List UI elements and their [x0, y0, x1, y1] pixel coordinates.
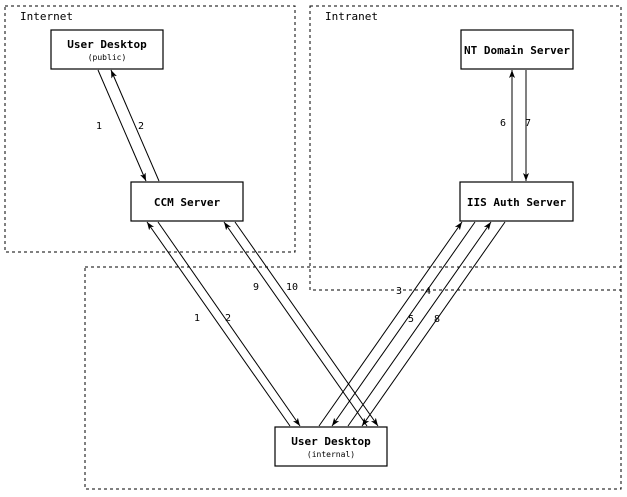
zone-boundary-intranet [309, 5, 622, 291]
flow-label-flow-7: 7 [525, 118, 531, 129]
flow-label-flow-1-internal: 1 [194, 313, 200, 324]
zone-label-intranet: Intranet [325, 10, 378, 23]
node-ccm-server: CCM Server [130, 181, 244, 222]
flow-label-flow-2-public: 2 [138, 121, 144, 132]
nodes-layer: User Desktop (public) CCM Server NT Domain … [50, 29, 574, 467]
flow-1-public [97, 69, 147, 182]
flow-label-flow-2-internal: 2 [225, 313, 231, 324]
flow-3 [318, 221, 463, 427]
node-title-user-desktop-public: User Desktop [67, 38, 147, 51]
node-nt-domain-server: NT Domain Server [460, 29, 574, 70]
flow-8 [361, 221, 506, 427]
flow-4 [331, 221, 476, 427]
node-box-user-desktop-internal [274, 426, 388, 467]
flow-labels-layer: 1 2 6 7 1 2 9 10 3 4 5 8 [96, 118, 531, 325]
node-title-nt-domain-server: NT Domain Server [464, 44, 570, 57]
node-subtitle-user-desktop-internal: (internal) [307, 450, 355, 459]
zone-boundary-internal-lan [84, 266, 622, 490]
flow-5 [347, 221, 492, 427]
zone-internal-lan [84, 266, 622, 490]
flow-9 [223, 221, 368, 427]
flow-label-flow-6: 6 [500, 118, 506, 129]
node-subtitle-user-desktop-public: (public) [88, 53, 127, 62]
flow-label-flow-10: 10 [286, 282, 298, 293]
node-user-desktop-internal: User Desktop (internal) [274, 426, 388, 467]
zone-boundary-internet [4, 5, 296, 253]
node-box-user-desktop-public [50, 29, 164, 70]
flow-2-internal [157, 221, 301, 427]
node-title-ccm-server: CCM Server [154, 196, 221, 209]
flow-label-flow-3: 3 [396, 286, 402, 297]
flow-label-flow-9: 9 [253, 282, 259, 293]
flow-label-flow-4: 4 [425, 286, 431, 297]
zones-layer: Internet Intranet [4, 5, 622, 490]
flow-label-flow-1-public: 1 [96, 121, 102, 132]
node-user-desktop-public: User Desktop (public) [50, 29, 164, 70]
node-iis-auth-server: IIS Auth Server [459, 181, 574, 222]
node-box-iis-auth-server [459, 181, 574, 222]
flow-label-flow-5: 5 [408, 314, 414, 325]
zone-intranet: Intranet [309, 5, 622, 291]
node-box-nt-domain-server [460, 29, 574, 70]
flow-1-internal [146, 221, 291, 427]
zone-internet: Internet [4, 5, 296, 253]
node-title-user-desktop-internal: User Desktop [291, 435, 371, 448]
flow-2-public [110, 69, 160, 182]
flow-10 [234, 221, 379, 427]
flow-label-flow-8: 8 [434, 314, 440, 325]
node-title-iis-auth-server: IIS Auth Server [467, 196, 567, 209]
zone-label-internet: Internet [20, 10, 73, 23]
node-box-ccm-server [130, 181, 244, 222]
flows-layer [97, 69, 529, 427]
